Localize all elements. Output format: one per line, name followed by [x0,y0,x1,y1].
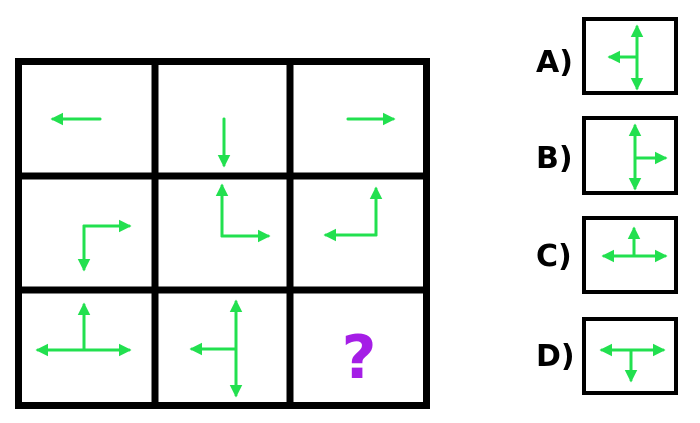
arrow-up-down-right-icon [628,123,668,191]
option-b-label: B) [536,141,573,176]
answer-options: A) B) C) [536,17,678,395]
option-d-box[interactable] [582,317,678,395]
arrow-left-right-down-icon [599,343,666,383]
grid-cell-6 [323,186,383,242]
arrow-left-right-up-icon [601,226,668,263]
grid-cell-8 [189,299,243,398]
option-a-box[interactable] [582,17,678,95]
question-mark: ? [342,323,377,393]
option-c-label: C) [536,239,572,274]
option-c[interactable]: C) [536,216,678,294]
option-b[interactable]: B) [536,116,678,195]
grid-cell-9: ? [342,323,377,393]
option-d[interactable]: D) [536,317,678,395]
option-a[interactable]: A) [536,17,678,95]
option-c-box[interactable] [582,216,678,294]
option-d-label: D) [536,339,575,374]
arrow-up-down-left-icon [607,24,644,91]
option-a-label: A) [536,45,573,80]
puzzle-grid [15,58,430,409]
grid-border [15,58,430,409]
grid-cell-4 [77,219,132,272]
grid-cell-7 [35,302,132,357]
option-b-box[interactable] [582,116,678,195]
grid-cell-5 [215,183,271,243]
